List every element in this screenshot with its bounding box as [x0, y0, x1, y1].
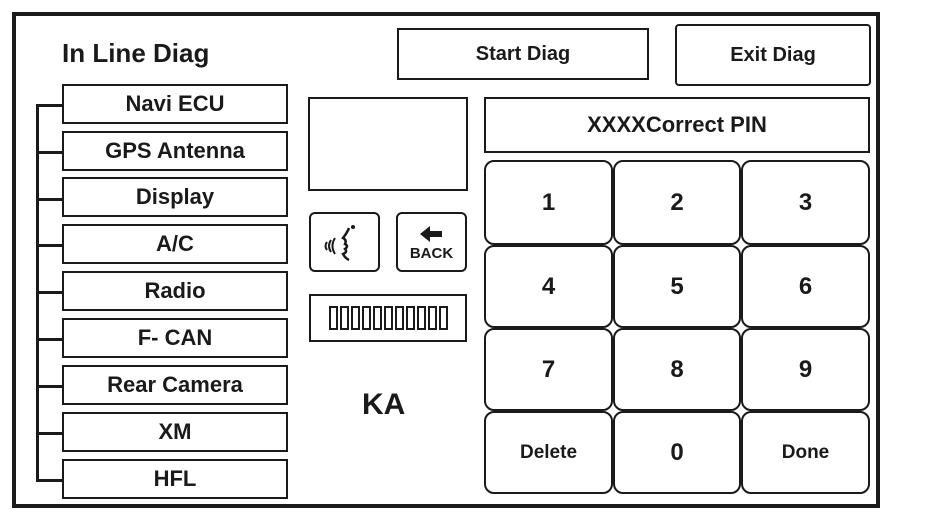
image-display-box — [308, 97, 468, 191]
key-8[interactable]: 8 — [613, 328, 741, 411]
indicator-segment — [394, 306, 404, 330]
key-9[interactable]: 9 — [741, 328, 870, 411]
tree-branch — [36, 385, 63, 388]
menu-item-ac[interactable]: A/C — [62, 224, 288, 264]
voice-icon — [324, 225, 355, 262]
back-label: BACK — [409, 245, 454, 262]
indicator-segment — [328, 306, 338, 330]
voice-button[interactable] — [309, 212, 380, 272]
menu-item-rear-camera[interactable]: Rear Camera — [62, 365, 288, 405]
tree-branch — [36, 244, 63, 247]
arrow-left-icon — [420, 226, 442, 242]
indicator-segment — [361, 306, 371, 330]
tree-branch — [36, 104, 63, 107]
tree-branch — [36, 198, 63, 201]
key-5[interactable]: 5 — [613, 245, 741, 328]
indicator-segment — [372, 306, 382, 330]
menu-item-hfl[interactable]: HFL — [62, 459, 288, 499]
region-code: KA — [362, 388, 406, 421]
indicator-segment — [405, 306, 415, 330]
key-6[interactable]: 6 — [741, 245, 870, 328]
tree-branch — [36, 432, 63, 435]
tree-branch — [36, 479, 63, 482]
key-3[interactable]: 3 — [741, 160, 870, 245]
menu-item-radio[interactable]: Radio — [62, 271, 288, 311]
indicator-segment — [416, 306, 426, 330]
menu-item-navi-ecu[interactable]: Navi ECU — [62, 84, 288, 124]
indicator-segment — [438, 306, 448, 330]
menu-item-f-can[interactable]: F- CAN — [62, 318, 288, 358]
exit-diag-button[interactable]: Exit Diag — [675, 24, 871, 86]
menu-item-xm[interactable]: XM — [62, 412, 288, 452]
menu-item-gps-antenna[interactable]: GPS Antenna — [62, 131, 288, 171]
done-key[interactable]: Done — [741, 411, 870, 494]
indicator-segment — [350, 306, 360, 330]
pin-display: XXXXCorrect PIN — [484, 97, 870, 153]
back-button[interactable]: BACK — [396, 212, 467, 272]
menu-item-display[interactable]: Display — [62, 177, 288, 217]
delete-key[interactable]: Delete — [484, 411, 613, 494]
key-2[interactable]: 2 — [613, 160, 741, 245]
tree-branch — [36, 151, 63, 154]
indicator-segment — [339, 306, 349, 330]
tree-branch — [36, 291, 63, 294]
key-1[interactable]: 1 — [484, 160, 613, 245]
key-0[interactable]: 0 — [613, 411, 741, 494]
progress-indicator — [309, 294, 467, 342]
key-7[interactable]: 7 — [484, 328, 613, 411]
tree-branch — [36, 338, 63, 341]
page-title: In Line Diag — [62, 38, 210, 68]
indicator-segment — [427, 306, 437, 330]
indicator-segment — [383, 306, 393, 330]
start-diag-button[interactable]: Start Diag — [397, 28, 649, 80]
key-4[interactable]: 4 — [484, 245, 613, 328]
